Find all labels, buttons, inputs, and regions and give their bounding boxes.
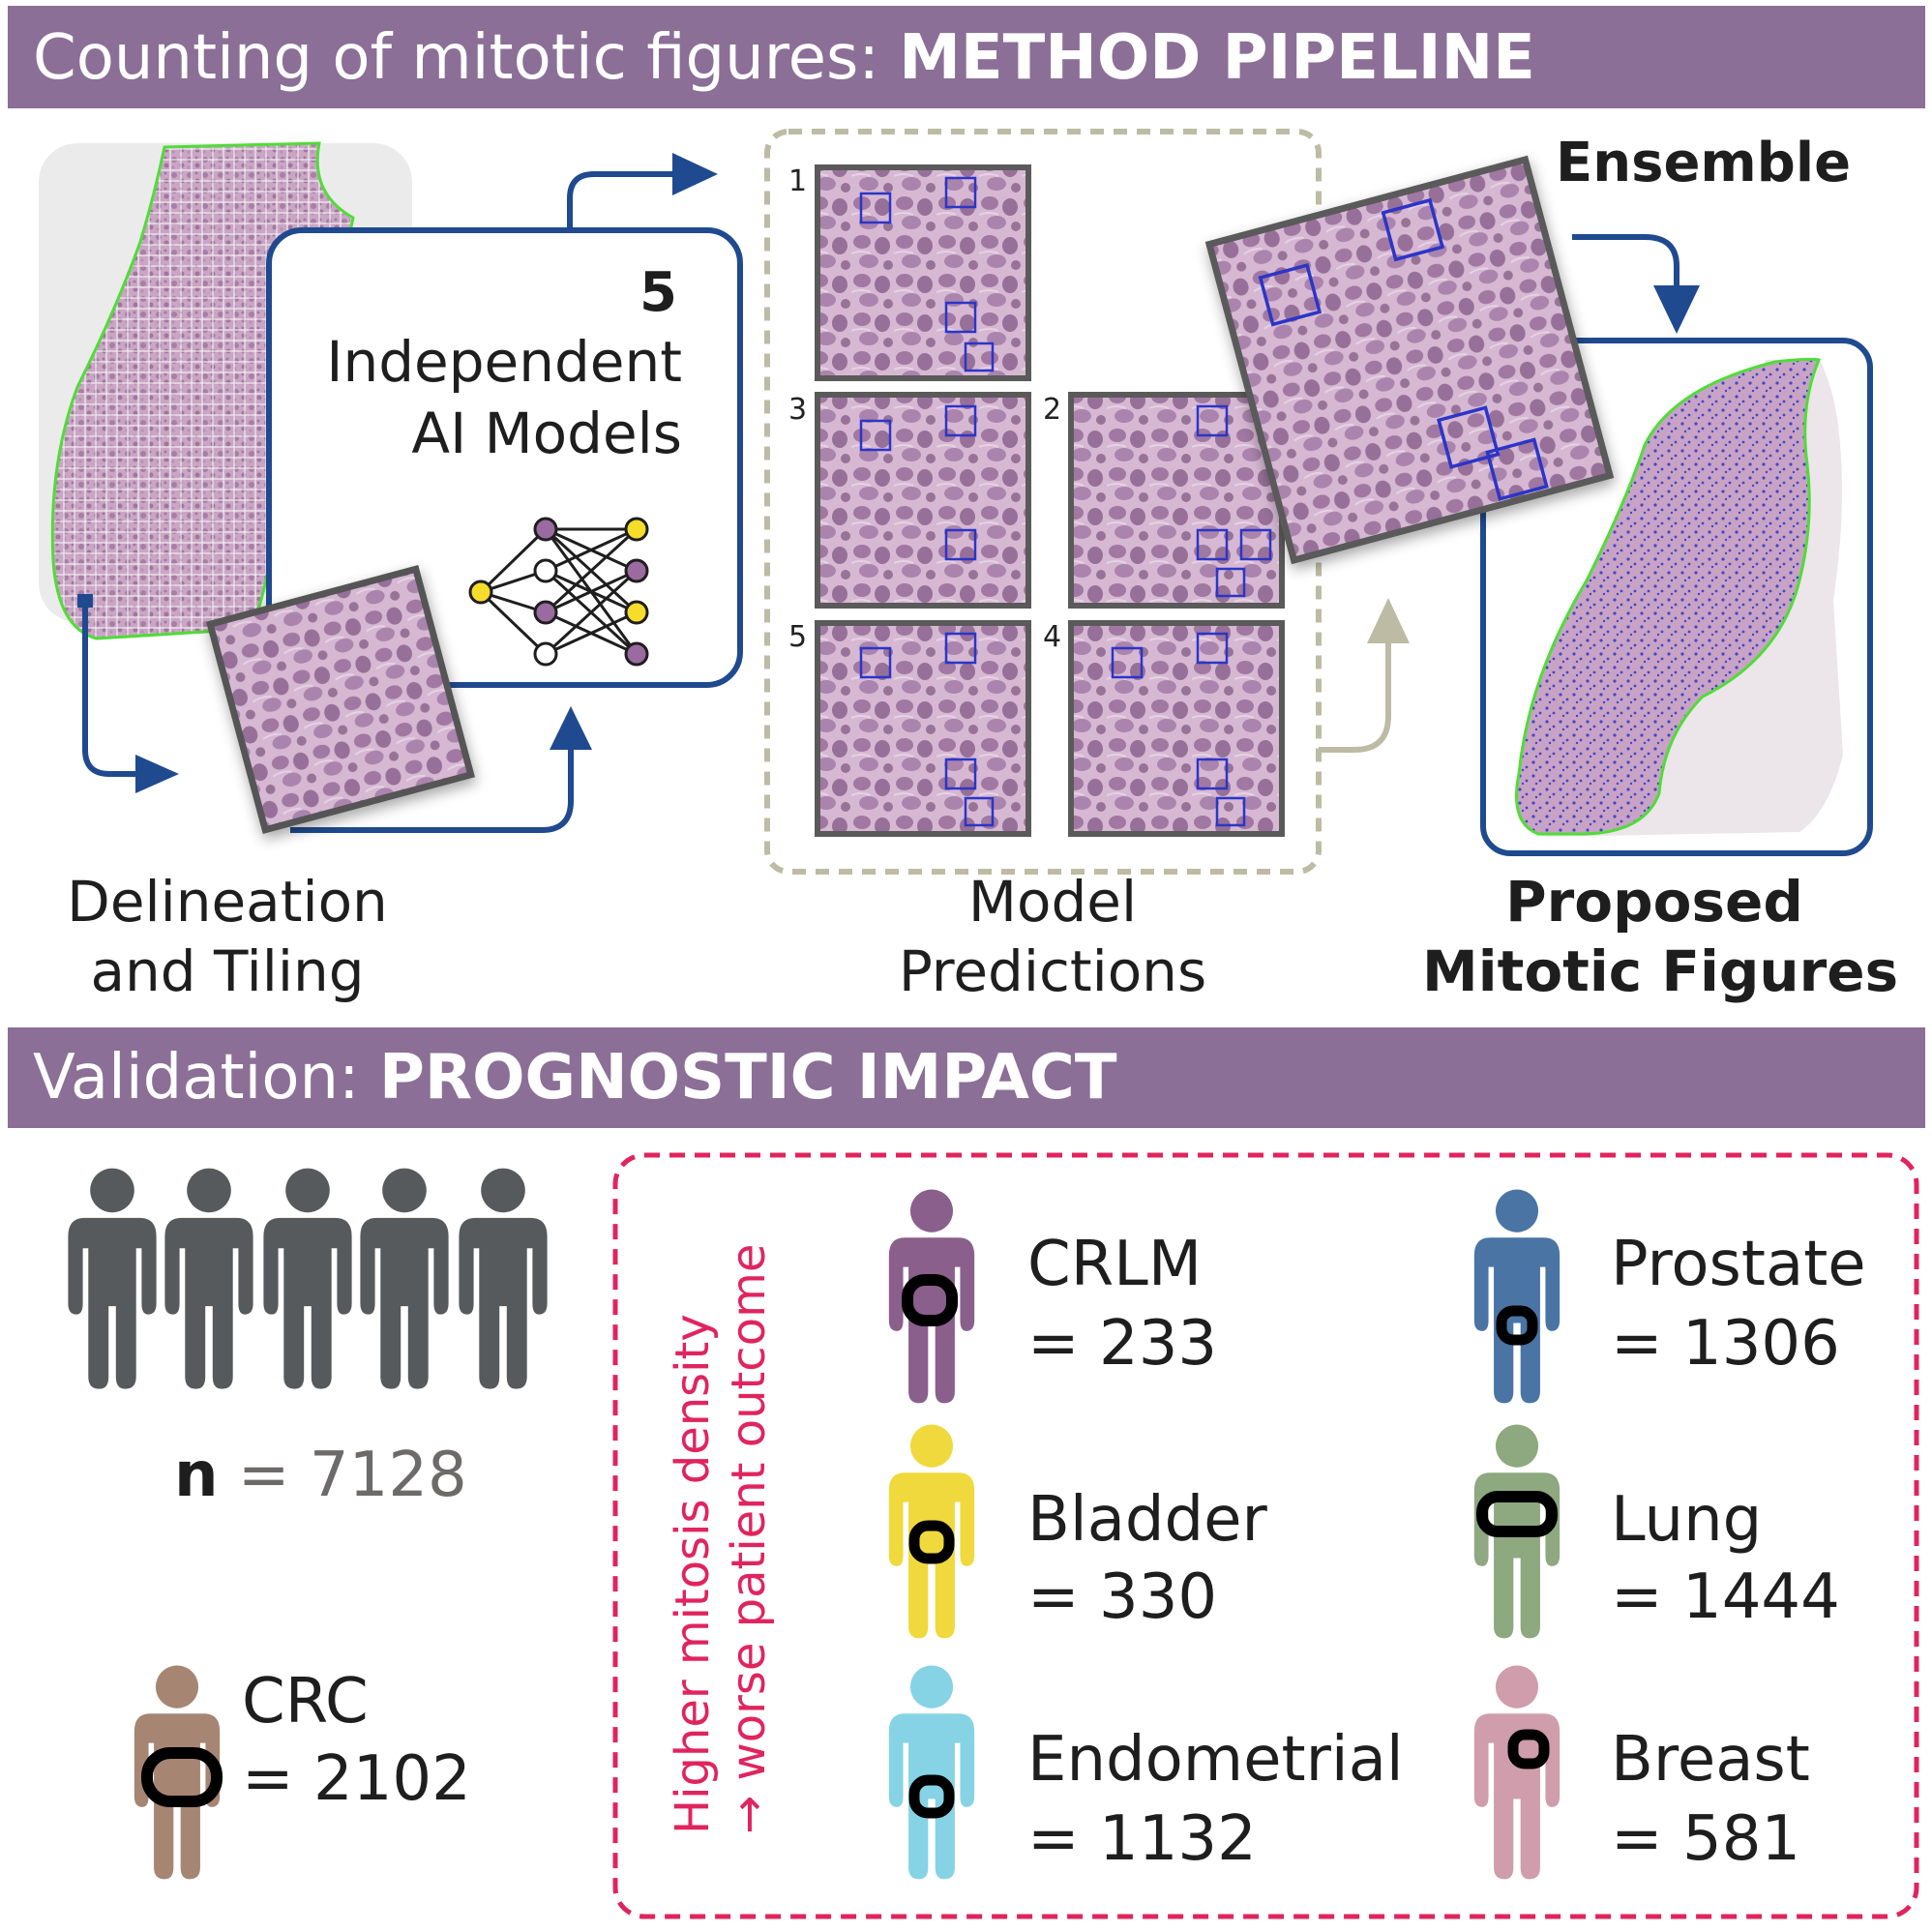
tile-marker: [77, 594, 93, 608]
prediction-tile-5: [815, 620, 1031, 837]
arrow-to-tile-head: [135, 755, 179, 793]
proposed-label-line1: Proposed: [1505, 869, 1803, 935]
tile-number-2: 2: [1043, 393, 1062, 427]
pipeline-banner: Counting of mitotic figures: METHOD PIPE…: [8, 6, 1925, 108]
bladder-person-icon: [888, 1424, 975, 1639]
pipeline-banner-prefix: Counting of mitotic figures:: [33, 22, 900, 94]
lung-name: Lung: [1611, 1484, 1763, 1556]
arrow-to-ensemble: [1319, 639, 1391, 753]
person-icon: [164, 1168, 253, 1389]
population-icons: [68, 1168, 548, 1389]
models-line2: AI Models: [411, 401, 682, 466]
person-icon: [68, 1168, 157, 1389]
endometrial-value: = 1132: [1027, 1803, 1257, 1875]
prostate-value: = 1306: [1611, 1308, 1840, 1380]
arrow-to-proposed-head: [1653, 285, 1700, 334]
validation-banner-prefix: Validation:: [33, 1042, 379, 1114]
sample-tile: [205, 564, 476, 835]
ensemble-tile: [1204, 155, 1615, 565]
delineation-label-line2: and Tiling: [90, 938, 365, 1004]
prediction-tile-3: [815, 392, 1031, 609]
total-count: n = 7128: [174, 1440, 467, 1513]
arrow-to-predictions: [567, 171, 677, 230]
arrow-to-ensemble-head: [1367, 598, 1410, 643]
prostate-person-icon: [1473, 1189, 1560, 1404]
arrow-to-models-head: [550, 706, 592, 750]
breast-name: Breast: [1611, 1724, 1810, 1796]
tile-number-1: 1: [788, 164, 808, 198]
tile-number-3: 3: [788, 393, 808, 427]
crc-person-icon: [134, 1665, 223, 1880]
predictions-label-line1: Model: [967, 869, 1138, 935]
outcome-side-label-line1: Higher mitosis density: [666, 1314, 720, 1834]
endometrial-name: Endometrial: [1027, 1724, 1404, 1796]
validation-banner: Validation: PROGNOSTIC IMPACT: [8, 1027, 1925, 1128]
crc-value: = 2102: [242, 1743, 471, 1815]
prediction-tile-4: [1068, 620, 1285, 837]
crlm-value: = 233: [1027, 1308, 1218, 1380]
validation-banner-emphasis: PROGNOSTIC IMPACT: [378, 1042, 1117, 1114]
person-icon: [459, 1168, 548, 1389]
person-icon: [360, 1168, 449, 1389]
bladder-name: Bladder: [1027, 1484, 1267, 1556]
detected-mitoses: [1516, 359, 1819, 834]
arrow-to-predictions-head: [672, 153, 718, 195]
proposed-label-line2: Mitotic Figures: [1422, 938, 1899, 1004]
outcome-side-label: Higher mitosis density → worse patient o…: [666, 1243, 782, 1834]
prediction-tile-2: [1068, 392, 1285, 609]
tile-number-5: 5: [788, 620, 808, 654]
outcome-side-label-line2: → worse patient outcome: [721, 1243, 776, 1834]
crc-name: CRC: [242, 1666, 369, 1738]
delineation-label-line1: Delineation: [67, 869, 388, 935]
breast-person-icon: [1473, 1665, 1560, 1880]
person-icon: [263, 1168, 352, 1389]
pipeline-banner-emphasis: METHOD PIPELINE: [899, 22, 1535, 94]
breast-value: = 581: [1611, 1803, 1801, 1875]
prediction-tile-1: [815, 164, 1031, 381]
arrow-to-models: [290, 740, 574, 833]
predictions-label-line2: Predictions: [898, 938, 1207, 1004]
tile-number-4: 4: [1043, 620, 1062, 654]
lung-person-icon: [1473, 1424, 1560, 1639]
bladder-value: = 330: [1027, 1561, 1218, 1633]
crlm-name: CRLM: [1027, 1229, 1203, 1300]
arrow-to-proposed: [1572, 234, 1679, 285]
models-box: [266, 227, 743, 688]
models-line1: Independent: [326, 329, 682, 395]
total-value: = 7128: [218, 1440, 467, 1511]
ensemble-label: Ensemble: [1556, 132, 1852, 194]
models-count: 5: [639, 261, 677, 324]
neural-network-icon: [468, 517, 649, 667]
crlm-person-icon: [888, 1189, 975, 1404]
prostate-name: Prostate: [1611, 1229, 1866, 1300]
pipeline-banner-title: Counting of mitotic figures: METHOD PIPE…: [33, 27, 1535, 89]
proposed-outline: [1515, 357, 1822, 836]
cohorts-frame: [612, 1152, 1919, 1919]
total-symbol: n: [174, 1440, 219, 1511]
arrow-to-tile: [82, 600, 135, 777]
lung-value: = 1444: [1611, 1561, 1840, 1633]
endometrial-person-icon: [888, 1665, 975, 1880]
validation-banner-title: Validation: PROGNOSTIC IMPACT: [33, 1047, 1117, 1109]
